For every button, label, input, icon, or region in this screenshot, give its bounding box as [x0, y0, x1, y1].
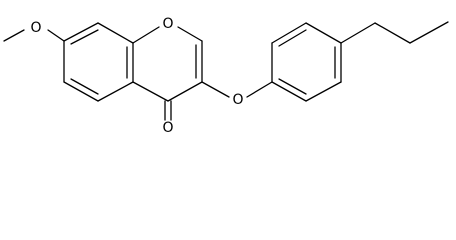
atom-ether-oxygen: O: [231, 92, 245, 108]
bond-c4a-c5: [97, 81, 134, 102]
bond-c5-c6: [63, 81, 99, 102]
atom-label-o: O: [162, 120, 173, 136]
bond-ph2-ph3: [271, 22, 307, 44]
bond-ph2-ph3-inner: [278, 29, 307, 47]
atom-label-o: O: [232, 92, 243, 108]
bond-ph3-ph4: [305, 22, 342, 44]
bond-ph5-ph6: [305, 81, 342, 102]
bond-o1-c2: [177, 26, 203, 42]
bond-ch2-ch2: [374, 22, 411, 44]
atom-label-o: O: [162, 16, 173, 32]
atom-label-o: O: [30, 20, 41, 36]
bond-o-ether-phenyl: [246, 81, 273, 98]
bond-c7-c8-inner: [70, 29, 99, 45]
bond-c8a-o1: [132, 26, 160, 44]
structure-canvas: O O O O: [3, 16, 449, 136]
bond-c5-c6-inner: [70, 78, 99, 95]
bond-ph4-ch2: [340, 22, 376, 44]
bond-methyl-o: [3, 29, 25, 42]
molecule-structure: O O O O: [3, 16, 449, 136]
bond-o-ring-c7: [47, 29, 65, 42]
bond-c3-c4: [167, 81, 203, 102]
atom-carbonyl-oxygen: O: [161, 120, 175, 136]
bond-ph6-ph1: [271, 81, 307, 102]
bond-ph6-ph1-inner: [278, 78, 307, 95]
bond-c8-c8a: [97, 22, 134, 44]
bond-c7-c8: [63, 22, 99, 42]
bond-c3-o-ether: [201, 81, 230, 98]
atom-ring-oxygen: O: [161, 16, 175, 32]
atom-methoxy-oxygen: O: [29, 20, 43, 36]
bond-c4-c4a: [132, 81, 169, 102]
bond-ch2-ch3: [409, 21, 449, 44]
